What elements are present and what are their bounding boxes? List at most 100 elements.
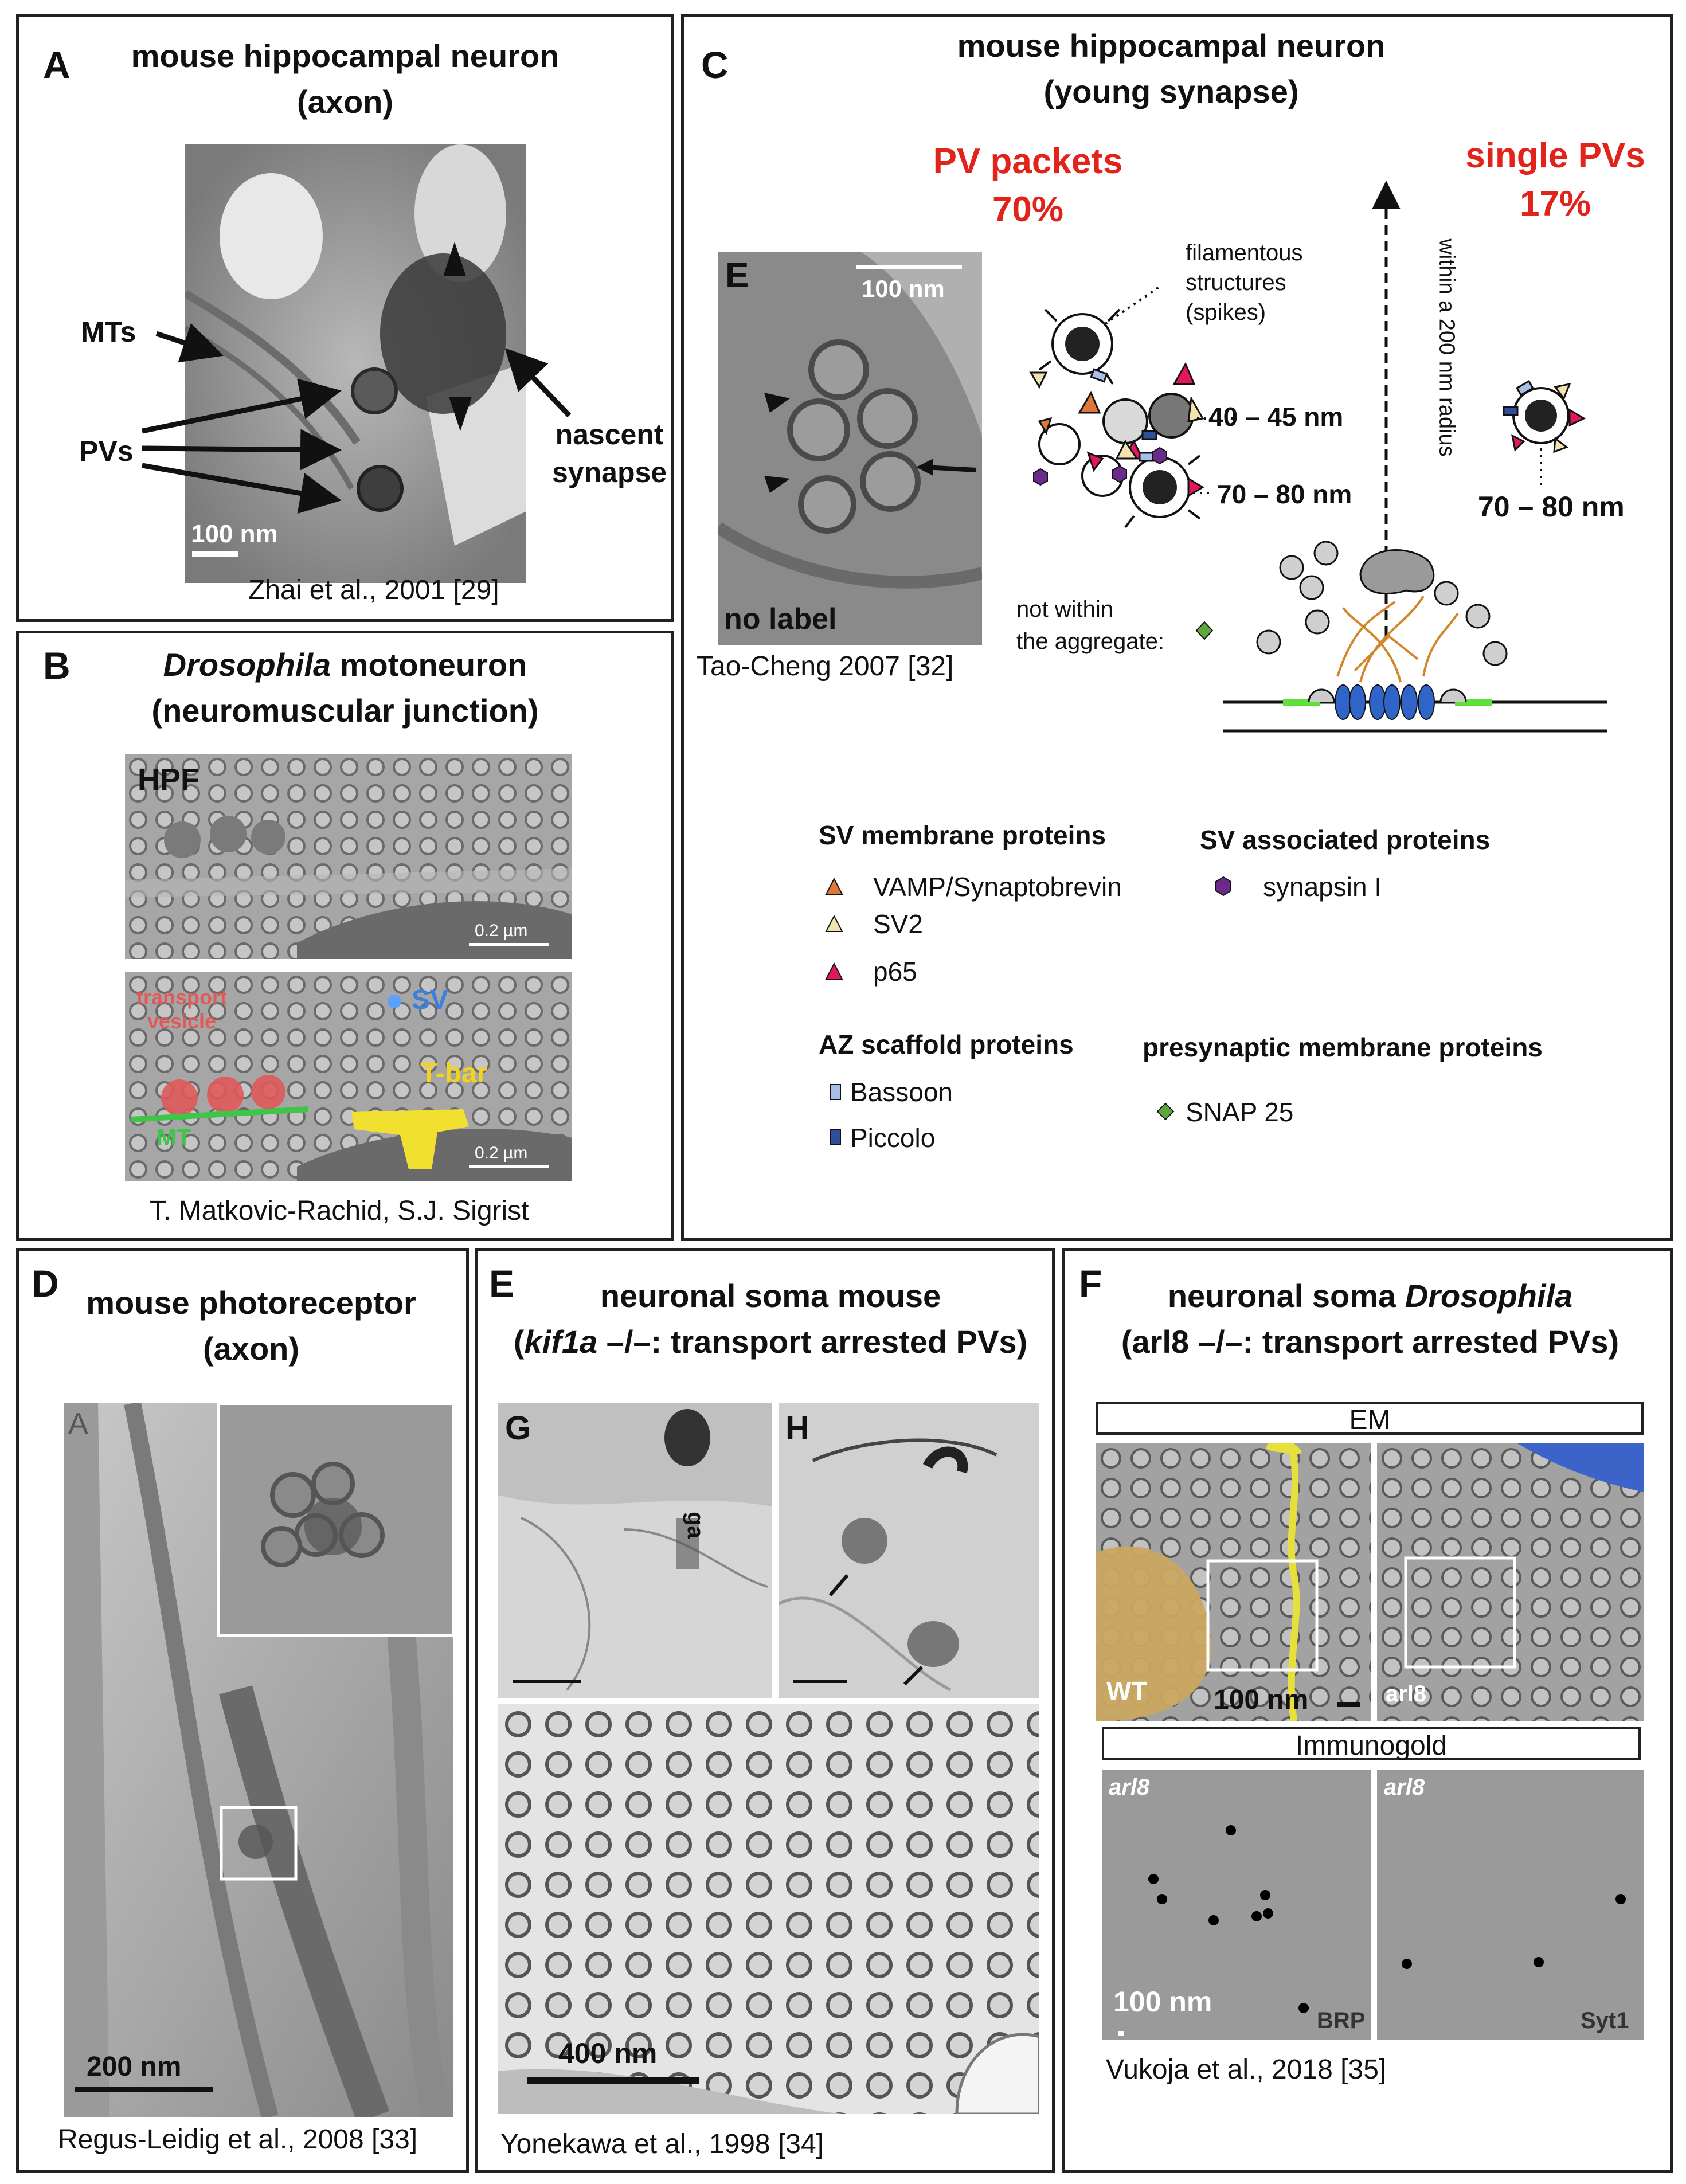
arrow-pv (142, 463, 342, 514)
panel-letter: E (489, 1262, 515, 1305)
transport-vesicle-label: transport vesicle (136, 985, 227, 1034)
panel-title: Drosophila motoneuron (neuromuscular jun… (19, 642, 671, 734)
snap25-symbol (1156, 1102, 1175, 1121)
brp-label: BRP (1317, 2008, 1366, 2033)
label-line: the aggregate: (1016, 629, 1164, 654)
title-line: mouse photoreceptor (86, 1285, 416, 1321)
scale-label: 400 nm (558, 2037, 658, 2069)
em-image-g: G ga (498, 1403, 772, 1698)
active-zone (1223, 541, 1607, 733)
scale-label: 0.2 µm (475, 921, 528, 940)
size-single-label: 70 – 80 nm (1478, 491, 1625, 523)
h-letter: H (785, 1410, 809, 1447)
citation: Vukoja et al., 2018 [35] (1106, 2054, 1387, 2085)
synapsin-symbol (1215, 876, 1231, 897)
scale-bar (469, 1165, 549, 1168)
em-image-bottom: 400 nm (498, 1704, 1039, 2114)
em-image: 100 nm (185, 144, 526, 583)
arl8-em-label: arl8 (1386, 1681, 1427, 1707)
em-texture (1102, 1770, 1371, 2040)
em-texture (779, 1403, 1039, 1698)
arrows-overlay (142, 323, 572, 514)
panel-title: neuronal soma Drosophila (arl8 –/–: tran… (1070, 1273, 1670, 1365)
title-line: (arl8 –/–: transport arrested PVs) (1121, 1324, 1620, 1360)
em-texture (1377, 1770, 1644, 2040)
mt-label: MT (157, 1124, 191, 1150)
legend-p65: p65 (873, 957, 917, 987)
inset-letter: A (68, 1407, 88, 1441)
citation: Zhai et al., 2001 [29] (248, 575, 499, 605)
pv-packets-label: PV packets 70% (907, 138, 1148, 234)
single-pv (1503, 379, 1586, 453)
hpf-label: HPF (138, 762, 199, 797)
scale-label: 100 nm (191, 520, 278, 548)
title-line: neuronal soma Drosophila (1070, 1273, 1670, 1319)
piccolo-symbol (830, 1129, 841, 1145)
em-image: A 200 nm (64, 1403, 453, 2117)
em-texture (64, 1403, 453, 2117)
title-italic: Drosophila (1405, 1278, 1573, 1314)
label-nascent: nascent synapse (552, 416, 667, 491)
panel-title: neuronal soma mouse (kif1a –/–: transpor… (489, 1273, 1052, 1365)
label-mts: MTs (81, 316, 136, 348)
no-label-text: no label (724, 602, 837, 636)
title-line: mouse hippocampal neuron (131, 38, 560, 74)
scale-label: 100 nm (1113, 1986, 1212, 2018)
immunogold-header: Immunogold (1102, 1727, 1641, 1761)
scale-label: 0.2 µm (475, 1144, 528, 1163)
panel-letter: D (32, 1262, 59, 1305)
panel-f: F neuronal soma Drosophila (arl8 –/–: tr… (1062, 1248, 1673, 2173)
title-line: (axon) (297, 84, 393, 120)
panel-title: mouse hippocampal neuron (axon) (19, 33, 671, 125)
title-rest: neuronal soma (1167, 1278, 1405, 1314)
citation: T. Matkovic-Rachid, S.J. Sigrist (150, 1196, 529, 1226)
legend-snap25: SNAP 25 (1186, 1097, 1294, 1127)
legend-sv-membrane: SV membrane proteins (819, 820, 1106, 850)
em-texture (185, 144, 526, 583)
panel-letter: B (43, 644, 71, 687)
legend-az-scaffold: AZ scaffold proteins (819, 1030, 1074, 1059)
inset-scale-bar (856, 265, 962, 269)
filamentous-label: filamentous structures (spikes) (1186, 238, 1303, 327)
inset-scale-label: 100 nm (862, 275, 945, 302)
title-line: (neuromuscular junction) (151, 692, 539, 729)
em-texture (718, 252, 982, 645)
panel-a: A mouse hippocampal neuron (axon) 100 nm (16, 14, 674, 622)
panel-title: mouse hippocampal neuron (young synapse) (672, 23, 1670, 115)
snap25-marker (1195, 621, 1214, 640)
pv-packet (1029, 308, 1204, 529)
panel-d: D mouse photoreceptor (axon) A (16, 1248, 469, 2173)
legend-presyn: presynaptic membrane proteins (1143, 1032, 1543, 1062)
label-line: structures (1186, 270, 1286, 295)
title-italic: Drosophila (163, 647, 331, 683)
size-small-label: 40 – 45 nm (1208, 402, 1344, 432)
legend-piccolo: Piccolo (850, 1123, 936, 1153)
panel-letter: C (701, 44, 729, 86)
legend-synapsin: synapsin I (1263, 872, 1382, 902)
label-line: vesicle (147, 1009, 217, 1033)
em-arl8-image: arl8 (1377, 1443, 1644, 1721)
scale-bar (75, 2087, 213, 2092)
synapse-schematic (1029, 181, 1607, 733)
em-texture (1096, 1443, 1371, 1721)
syt1-label: Syt1 (1581, 2008, 1629, 2033)
title-line: (axon) (203, 1330, 299, 1367)
citation: Regus-Leidig et al., 2008 [33] (58, 2124, 418, 2155)
g-letter: G (505, 1410, 531, 1447)
em-image-bottom: transport vesicle SV T-bar MT 0.2 µm (125, 972, 572, 1181)
legend-sv2: SV2 (873, 909, 923, 939)
label-line: PV packets (933, 142, 1123, 181)
gold-particles (1402, 1894, 1626, 1969)
scale-bar (469, 943, 549, 946)
single-pvs-label: single PVs 17% (1446, 132, 1664, 228)
bassoon-symbol (830, 1084, 841, 1100)
label-line: nascent (555, 418, 664, 451)
panel-letter: F (1079, 1262, 1102, 1305)
title-rest: motoneuron (331, 647, 527, 683)
label-line: not within (1016, 597, 1113, 622)
panel-title: mouse photoreceptor (axon) (36, 1280, 466, 1372)
label-line: filamentous (1186, 240, 1303, 265)
label-line: (spikes) (1186, 300, 1266, 325)
scale-bar (527, 2077, 699, 2084)
title-rest: –/–: transport arrested PVs) (597, 1324, 1028, 1360)
